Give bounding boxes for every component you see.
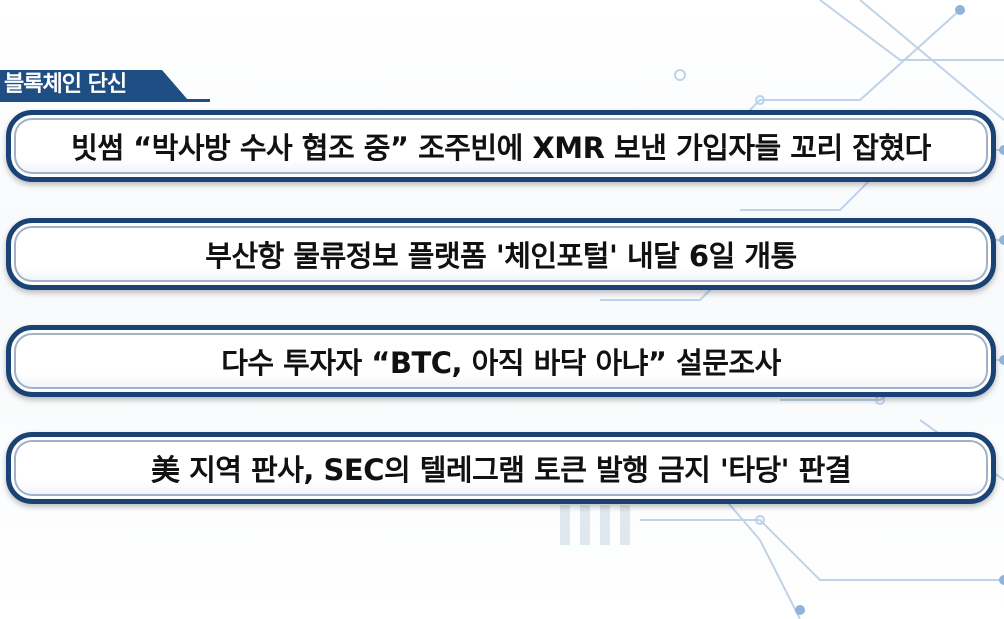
headline-box-3: 다수 투자자 “BTC, 아직 바닥 아냐” 설문조사: [6, 325, 996, 397]
headline-box-4: 美 지역 판사, SEC의 텔레그램 토큰 발행 금지 '타당' 판결: [6, 432, 996, 504]
headline-text-1: 빗썸 “박사방 수사 협조 중” 조주빈에 XMR 보낸 가입자들 꼬리 잡혔다: [71, 131, 931, 165]
headline-box-1: 빗썸 “박사방 수사 협조 중” 조주빈에 XMR 보낸 가입자들 꼬리 잡혔다: [6, 110, 996, 182]
headline-text-4: 美 지역 판사, SEC의 텔레그램 토큰 발행 금지 '타당' 판결: [150, 453, 852, 487]
headline-box-2: 부산항 물류정보 플랫폼 '체인포털' 내달 6일 개통: [6, 218, 996, 290]
section-label-text: 블록체인 단신: [4, 72, 127, 97]
section-underline: [0, 99, 210, 102]
headline-text-3: 다수 투자자 “BTC, 아직 바닥 아냐” 설문조사: [221, 346, 781, 380]
section-label: 블록체인 단신: [0, 70, 188, 100]
headline-text-2: 부산항 물류정보 플랫폼 '체인포털' 내달 6일 개통: [205, 239, 797, 273]
